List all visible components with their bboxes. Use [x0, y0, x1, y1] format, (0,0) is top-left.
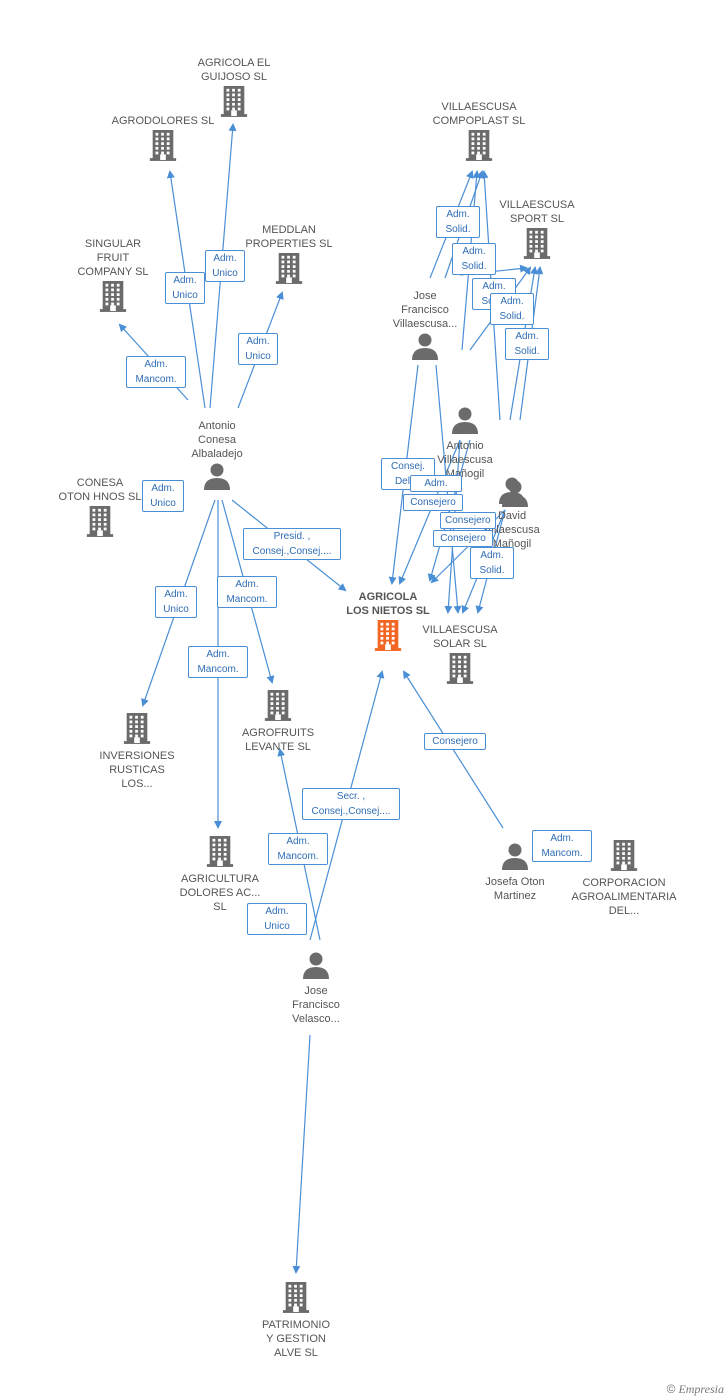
node-patrimonio[interactable]: PATRIMONIO Y GESTION ALVE SL: [236, 1280, 356, 1360]
node-person-unnamed[interactable]: [455, 478, 575, 512]
edge-arrow: [292, 1034, 311, 1274]
node-antonio-vm[interactable]: Antonio Villaescusa Mañogil: [405, 405, 525, 481]
node-villaescusa-compoplast[interactable]: VILLAESCUSA COMPOPLAST SL: [419, 100, 539, 166]
role-badge[interactable]: Adm. Unico: [205, 250, 245, 282]
building-icon: [328, 618, 448, 656]
node-jose-fvel[interactable]: Jose Francisco Velasco...: [256, 950, 376, 1026]
role-badge[interactable]: Adm. Mancom.: [532, 830, 592, 862]
person-icon: [157, 461, 277, 495]
role-badge[interactable]: Adm. Unico: [142, 480, 184, 512]
node-label: Jose Francisco Villaescusa...: [392, 290, 458, 330]
node-label: AGRICOLA EL GUIJOSO SL: [197, 57, 271, 83]
role-badge[interactable]: Consej. Del....: [381, 458, 435, 490]
building-icon: [564, 838, 684, 876]
person-icon: [365, 331, 485, 365]
person-icon: [455, 841, 575, 875]
node-conesa-oton[interactable]: CONESA OTON HNOS SL: [40, 476, 160, 542]
role-badge[interactable]: Consejero: [403, 494, 463, 511]
building-icon: [53, 279, 173, 317]
node-jose-fv[interactable]: Jose Francisco Villaescusa...: [365, 289, 485, 365]
node-josefa[interactable]: Josefa Oton Martinez: [455, 841, 575, 903]
node-villaescusa-sport[interactable]: VILLAESCUSA SPORT SL: [477, 198, 597, 264]
role-badge[interactable]: Secr. , Consej.,Consej....: [302, 788, 400, 820]
node-agricola-guijoso[interactable]: AGRICOLA EL GUIJOSO SL: [174, 56, 294, 122]
node-villaescusa-solar[interactable]: VILLAESCUSA SOLAR SL: [400, 623, 520, 689]
role-badge[interactable]: Adm. Unico: [247, 903, 307, 935]
node-label: Josefa Oton Martinez: [485, 876, 545, 902]
role-badge[interactable]: Presid. , Consej.,Consej....: [243, 528, 341, 560]
node-singular[interactable]: SINGULAR FRUIT COMPANY SL: [53, 237, 173, 317]
building-icon: [400, 651, 520, 689]
node-meddlan[interactable]: MEDDLAN PROPERTIES SL: [229, 223, 349, 289]
node-label: CORPORACION AGROALIMENTARIA DEL...: [571, 877, 677, 917]
building-icon: [229, 251, 349, 289]
building-icon: [103, 128, 223, 166]
node-label: SINGULAR FRUIT COMPANY SL: [77, 238, 149, 278]
node-label: CONESA OTON HNOS SL: [58, 477, 142, 503]
node-label: Jose Francisco Velasco...: [292, 985, 340, 1025]
node-label: Antonio Conesa Albaladejo: [191, 420, 243, 460]
brand-footer: © Empresia: [667, 1382, 724, 1397]
node-antonio-ca[interactable]: Antonio Conesa Albaladejo: [157, 419, 277, 495]
building-icon: [218, 688, 338, 726]
building-icon: [174, 84, 294, 122]
node-agrofruits[interactable]: AGROFRUITS LEVANTE SL: [218, 688, 338, 754]
role-badge[interactable]: Adm. Solid.: [470, 547, 514, 579]
node-label: VILLAESCUSA SOLAR SL: [422, 624, 498, 650]
role-badge[interactable]: Adm. Mancom.: [126, 356, 186, 388]
node-corporacion[interactable]: CORPORACION AGROALIMENTARIA DEL...: [564, 838, 684, 918]
edge-arrow: [398, 439, 461, 585]
role-badge[interactable]: Consejero: [440, 512, 496, 529]
role-badge[interactable]: Consejero: [424, 733, 486, 750]
role-badge[interactable]: Adm. Unico: [165, 272, 205, 304]
role-badge[interactable]: Adm. Mancom.: [188, 646, 248, 678]
role-badge[interactable]: Adm. Solid.: [436, 206, 480, 238]
edge-arrow: [402, 670, 504, 829]
brand-name: Empresia: [678, 1382, 724, 1396]
role-badge[interactable]: Adm. Mancom.: [217, 576, 277, 608]
building-icon: [419, 128, 539, 166]
node-label: PATRIMONIO Y GESTION ALVE SL: [261, 1319, 331, 1359]
role-badge[interactable]: Adm. Solid.: [505, 328, 549, 360]
building-icon: [40, 504, 160, 542]
person-icon: [455, 478, 575, 512]
node-label: VILLAESCUSA COMPOPLAST SL: [432, 101, 526, 127]
building-icon: [160, 834, 280, 872]
node-label: INVERSIONES RUSTICAS LOS...: [99, 750, 175, 790]
node-agricultura-dolores[interactable]: AGRICULTURA DOLORES AC... SL: [160, 834, 280, 914]
building-icon: [77, 711, 197, 749]
person-icon: [405, 405, 525, 439]
person-icon: [256, 950, 376, 984]
role-badge[interactable]: Adm. Unico: [238, 333, 278, 365]
node-label: AGRICOLA LOS NIETOS SL: [346, 591, 430, 617]
node-agrodolores[interactable]: AGRODOLORES SL: [103, 114, 223, 166]
copyright-symbol: ©: [666, 1382, 676, 1396]
node-label: MEDDLAN PROPERTIES SL: [245, 224, 333, 250]
node-label: VILLAESCUSA SPORT SL: [499, 199, 575, 225]
node-inversiones[interactable]: INVERSIONES RUSTICAS LOS...: [77, 711, 197, 791]
role-badge[interactable]: Adm. Unico: [155, 586, 197, 618]
role-badge[interactable]: Adm. Solid.: [490, 293, 534, 325]
node-label: Antonio Villaescusa Mañogil: [437, 440, 493, 480]
building-icon: [236, 1280, 356, 1318]
role-badge[interactable]: Adm. Solid.: [452, 243, 496, 275]
role-badge[interactable]: Adm.: [410, 475, 462, 492]
building-icon: [477, 226, 597, 264]
role-badge[interactable]: Consejero: [433, 530, 493, 547]
node-label: AGROFRUITS LEVANTE SL: [241, 727, 315, 753]
node-label: AGRODOLORES SL: [111, 115, 215, 127]
role-badge[interactable]: Adm. Mancom.: [268, 833, 328, 865]
node-label: AGRICULTURA DOLORES AC... SL: [179, 873, 261, 913]
node-agricola-nietos[interactable]: AGRICOLA LOS NIETOS SL: [328, 590, 448, 656]
